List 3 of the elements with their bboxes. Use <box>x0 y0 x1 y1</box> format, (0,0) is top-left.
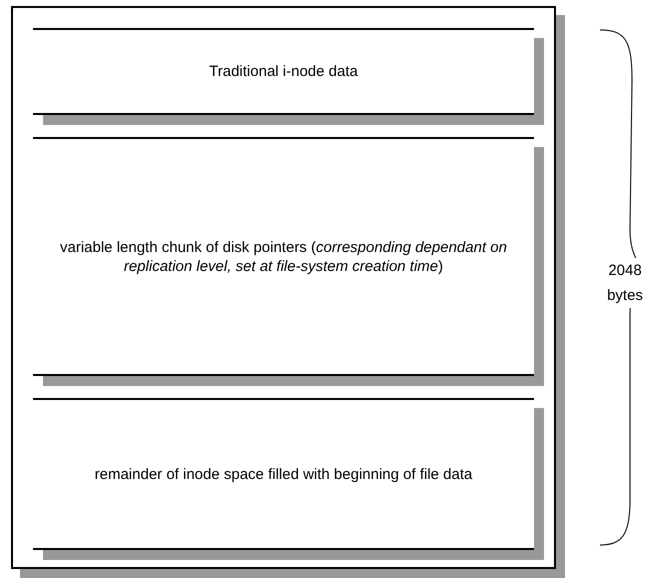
section-text: Traditional i-node data <box>209 62 358 81</box>
section-text: remainder of inode space filled with beginning of file data <box>94 464 472 484</box>
section-text: variable length chunk of disk pointers (corresponding dependant on replication level, set at file-system creation time) <box>59 238 508 276</box>
